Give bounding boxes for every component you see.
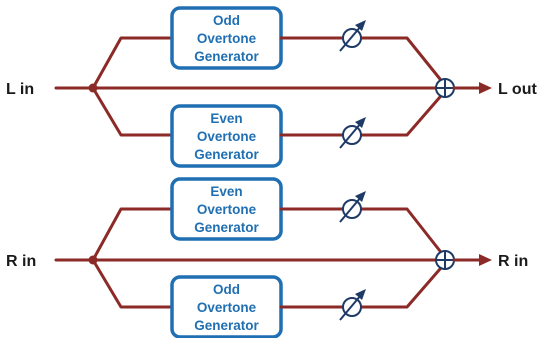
generator-label-line: Generator xyxy=(194,49,259,64)
generator-label-line: Overtone xyxy=(197,129,257,144)
right-bottom-generator: Odd Overtone Generator xyxy=(170,275,283,338)
generator-label-line: Generator xyxy=(194,147,259,162)
right-output-arrow-icon xyxy=(479,254,492,266)
right-channel: R in Even Overtone Generator Odd Overton… xyxy=(6,177,528,338)
right-top-level-icon xyxy=(339,191,366,223)
left-bottom-branch-out xyxy=(279,95,442,137)
generator-label-line: Generator xyxy=(194,318,259,333)
right-top-generator: Even Overtone Generator xyxy=(170,177,283,241)
generator-label-line: Even xyxy=(210,184,242,199)
left-top-level-icon xyxy=(339,20,366,52)
left-top-branch-out xyxy=(279,36,442,81)
right-sum-node-icon xyxy=(435,250,455,270)
right-bottom-branch-in xyxy=(91,258,174,309)
left-output-arrow-icon xyxy=(479,82,492,94)
left-input-label: L in xyxy=(6,81,34,98)
generator-label-line: Odd xyxy=(213,282,240,297)
generator-label-line: Generator xyxy=(194,220,259,235)
left-channel: L in Odd Overtone Generator Even Overton… xyxy=(6,6,537,168)
left-top-branch-in xyxy=(91,36,174,90)
right-bottom-branch-out xyxy=(279,267,442,309)
right-top-branch-in xyxy=(91,207,174,262)
left-bottom-generator: Even Overtone Generator xyxy=(170,104,283,168)
generator-label-line: Overtone xyxy=(197,300,257,315)
left-top-generator: Odd Overtone Generator xyxy=(170,6,283,70)
left-bottom-level-icon xyxy=(339,117,366,149)
left-bottom-branch-in xyxy=(91,86,174,137)
left-sum-node-icon xyxy=(435,78,455,98)
right-output-label: R in xyxy=(498,253,528,270)
right-input-label: R in xyxy=(6,253,36,270)
left-output-label: L out xyxy=(498,81,537,98)
generator-label-line: Even xyxy=(210,111,242,126)
generator-label-line: Overtone xyxy=(197,31,257,46)
generator-label-line: Odd xyxy=(213,13,240,28)
right-top-branch-out xyxy=(279,207,442,253)
right-bottom-level-icon xyxy=(339,289,366,321)
generator-label-line: Overtone xyxy=(197,202,257,217)
